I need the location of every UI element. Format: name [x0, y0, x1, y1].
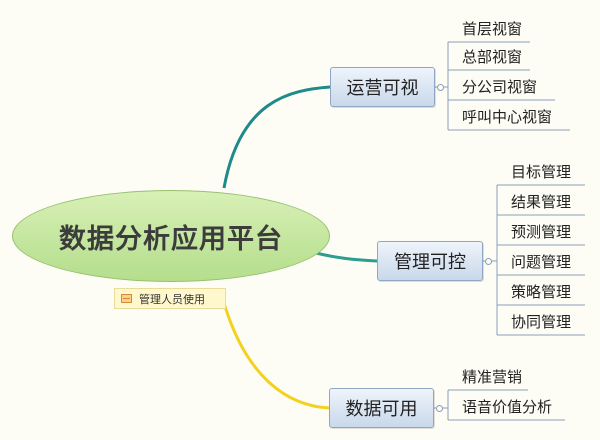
leaf-ctrl-5[interactable]: 策略管理 — [511, 283, 572, 301]
leaf-ops-2[interactable]: 总部视窗 — [462, 48, 523, 66]
branch-ctrl[interactable]: 管理可控 — [377, 241, 483, 281]
connector-ops — [222, 85, 331, 189]
note-label: 管理人员使用 — [139, 292, 205, 306]
leaf-ctrl-2[interactable]: 结果管理 — [511, 193, 572, 211]
note-callout[interactable]: 管理人员使用 — [114, 288, 226, 309]
bracket-ctrl — [483, 184, 585, 336]
central-topic[interactable]: 数据分析应用平台 — [12, 190, 330, 282]
collapse-toggle-ctrl[interactable] — [485, 258, 492, 265]
connector-data — [220, 295, 330, 410]
branch-ops[interactable]: 运营可视 — [330, 67, 435, 107]
leaf-ops-3[interactable]: 分公司视窗 — [462, 78, 538, 96]
collapse-toggle-ops[interactable] — [437, 84, 444, 91]
leaf-ctrl-3[interactable]: 预测管理 — [511, 223, 572, 241]
leaf-data-2[interactable]: 语音价值分析 — [462, 398, 553, 416]
note-icon — [121, 294, 132, 303]
connector-ctrl — [311, 250, 378, 263]
leaf-ctrl-6[interactable]: 协同管理 — [511, 313, 572, 331]
branch-data[interactable]: 数据可用 — [329, 388, 434, 428]
collapse-toggle-data[interactable] — [436, 405, 443, 412]
leaf-data-1[interactable]: 精准营销 — [462, 368, 523, 386]
bracket-ops — [435, 41, 570, 131]
leaf-ops-4[interactable]: 呼叫中心视窗 — [462, 108, 553, 126]
leaf-ctrl-1[interactable]: 目标管理 — [511, 163, 572, 181]
leaf-ops-1[interactable]: 首层视窗 — [462, 20, 523, 38]
leaf-ctrl-4[interactable]: 问题管理 — [511, 253, 572, 271]
